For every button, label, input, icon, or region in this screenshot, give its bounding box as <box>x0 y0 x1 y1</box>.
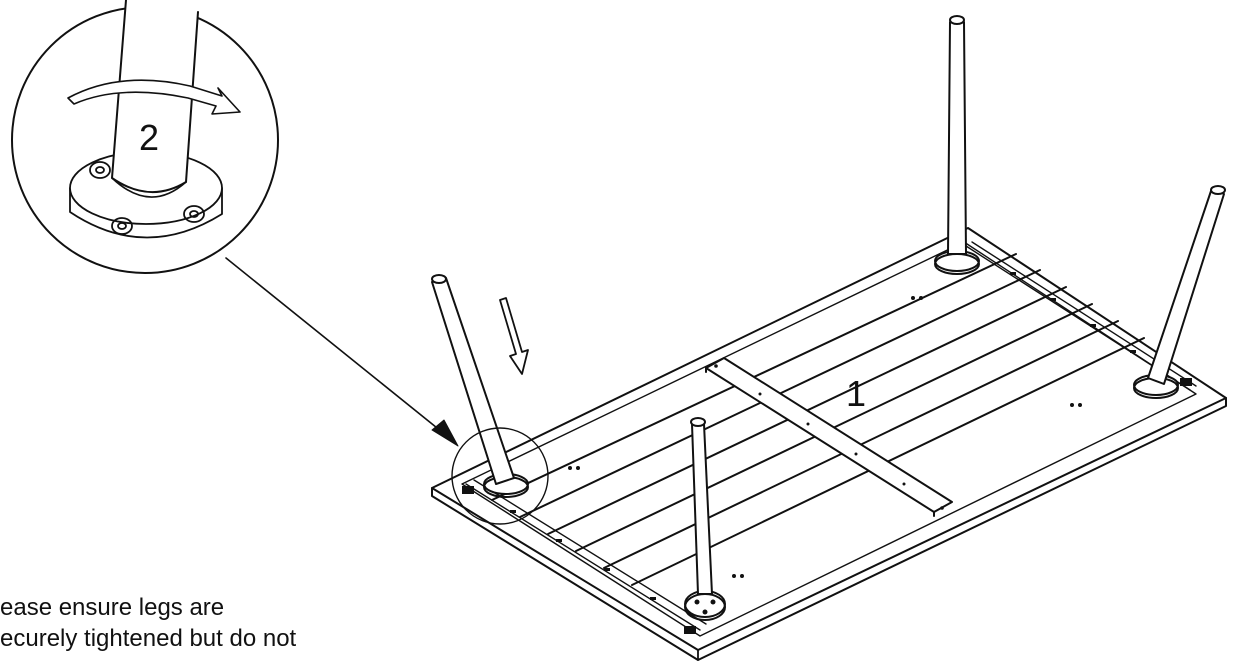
leg-plates <box>483 250 1179 621</box>
plate-screws <box>694 599 716 615</box>
detail-magnified <box>11 0 279 274</box>
part-number-label: 1 <box>846 373 866 414</box>
detail-screw-holes <box>89 161 205 235</box>
instruction-line-2: ecurely tightened but do not <box>0 625 297 652</box>
detail-number-label: 2 <box>139 117 159 158</box>
screw-holes <box>568 296 1082 578</box>
leg-back <box>947 21 967 255</box>
push-arrow-icon <box>499 297 529 375</box>
rail-slots <box>462 272 1192 634</box>
center-brace <box>705 357 953 517</box>
detail-zoom-circle <box>225 257 549 525</box>
instruction-line-1: ease ensure legs are <box>0 594 225 621</box>
instruction-note: ease ensure legs are ecurely tightened b… <box>0 592 330 654</box>
table-legs <box>431 15 1226 595</box>
brace-holes <box>714 364 944 510</box>
rotate-arrow-icon <box>67 79 241 115</box>
leg-right <box>1147 187 1225 385</box>
